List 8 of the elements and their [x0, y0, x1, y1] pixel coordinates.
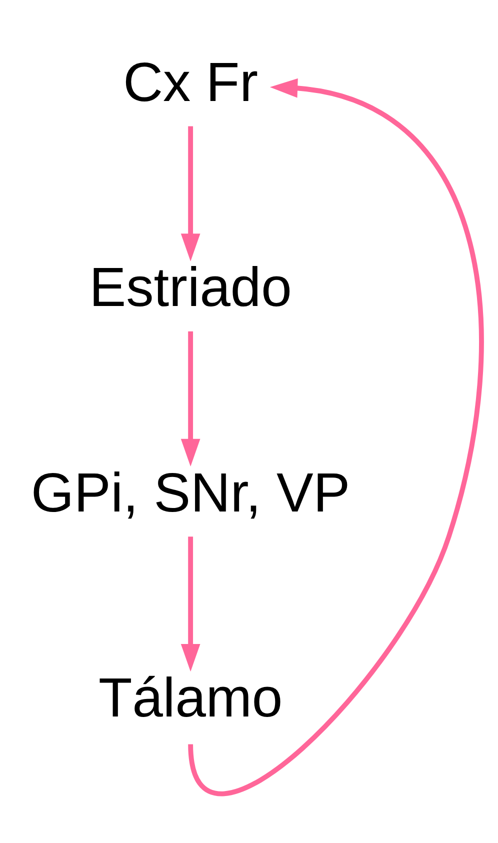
node-text: Estriado	[89, 256, 292, 318]
node-text: GPi, SNr, VP	[30, 461, 350, 524]
arrow	[180, 536, 200, 672]
arrow	[188, 78, 484, 796]
node-text: Cx Fr	[123, 50, 258, 113]
arrow	[180, 331, 200, 466]
arrow	[180, 126, 200, 262]
node-text: Tálamo	[98, 666, 283, 728]
